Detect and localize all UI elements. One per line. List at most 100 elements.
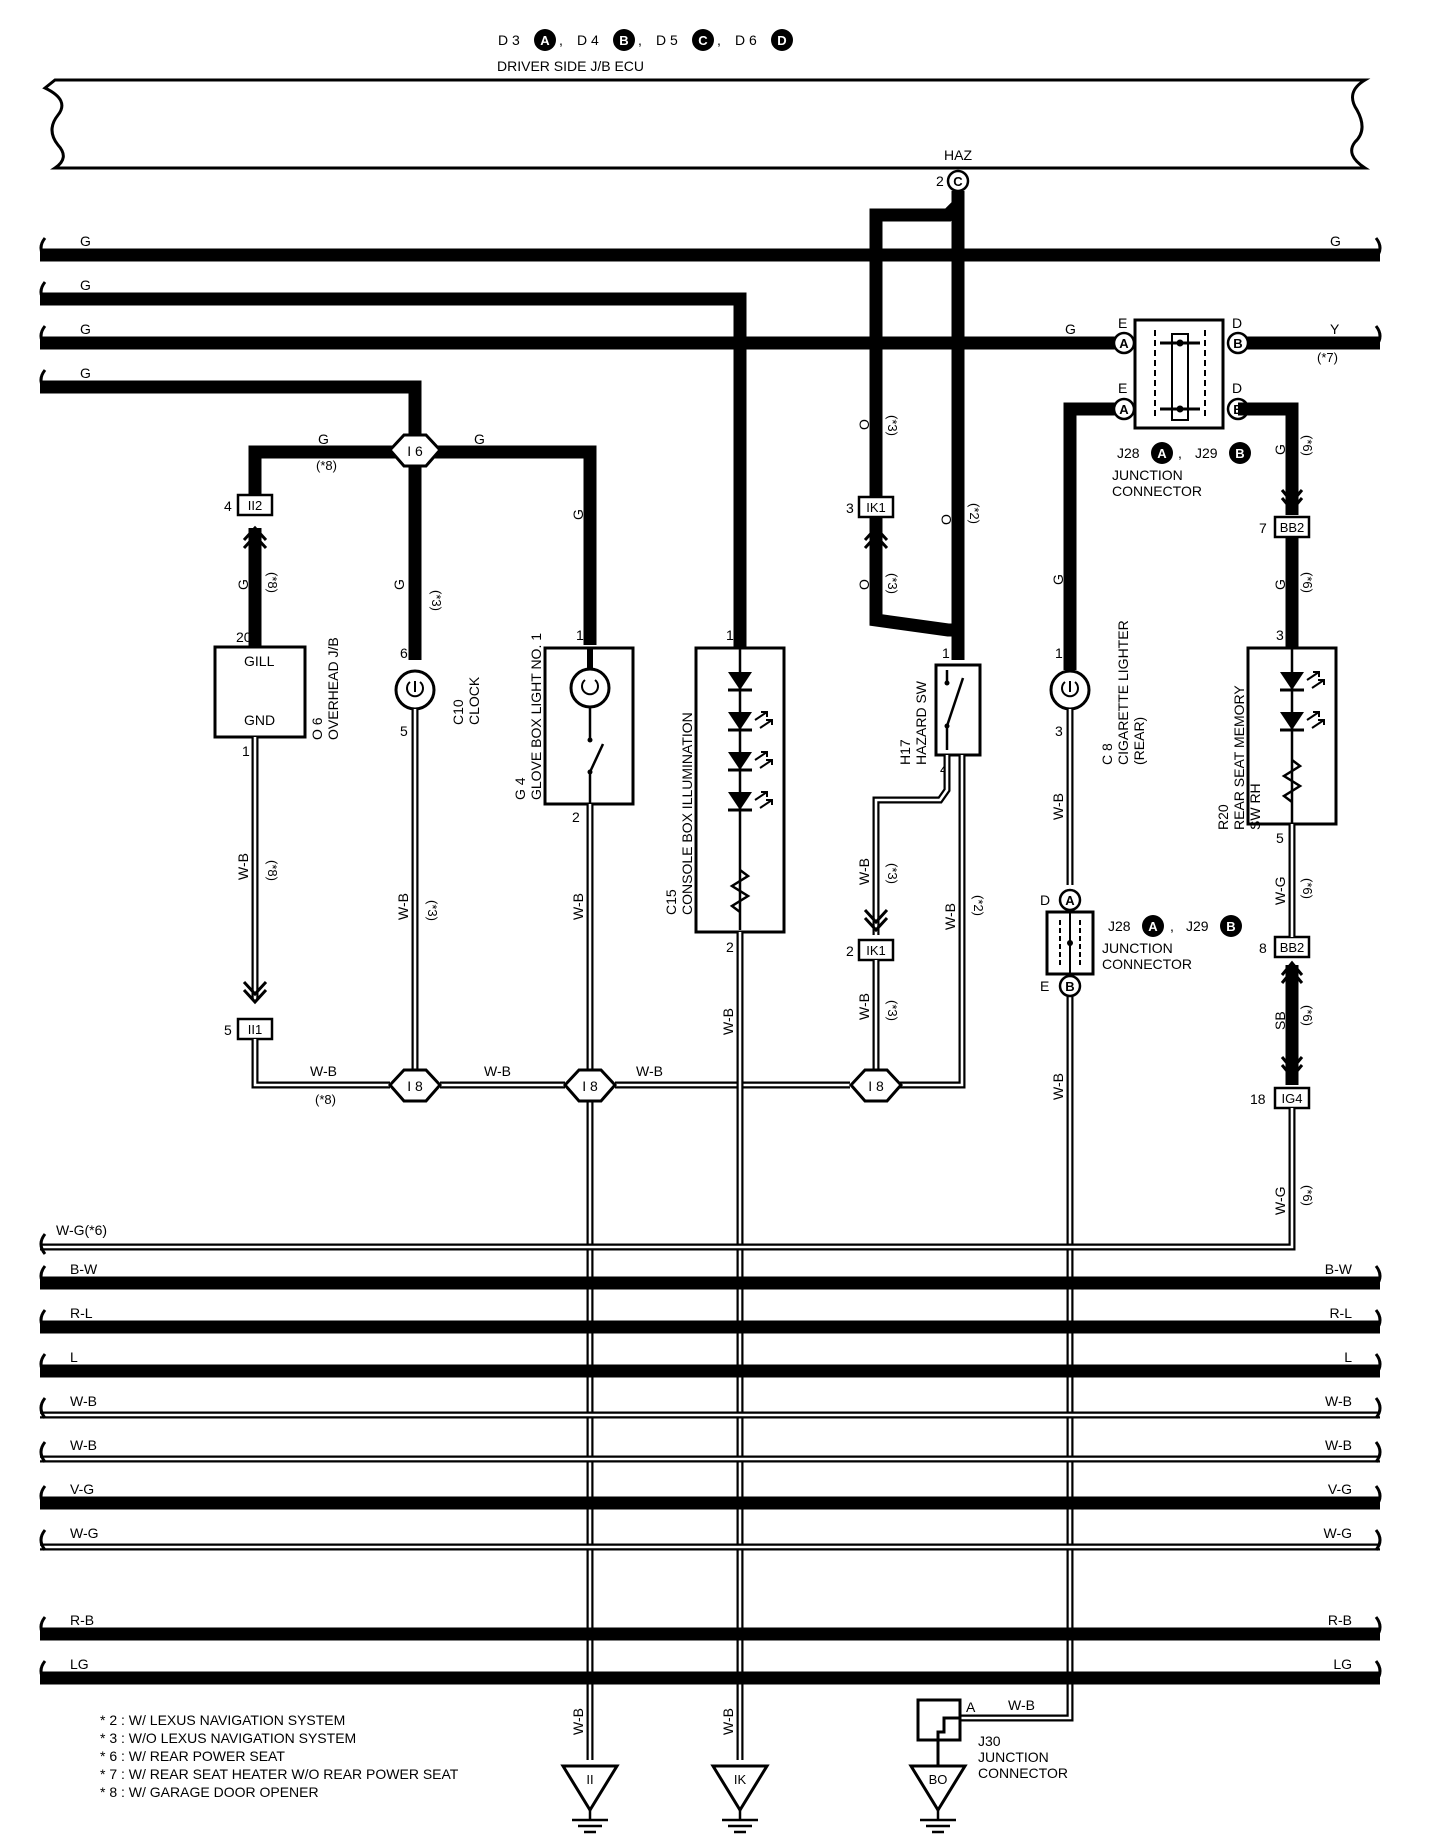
svg-text:,: , bbox=[559, 32, 563, 48]
h17-id: H17 bbox=[897, 739, 913, 765]
jc-lower-bot-color: W-B bbox=[1050, 1073, 1066, 1100]
note-8: * 8 : W/ GARAGE DOOR OPENER bbox=[100, 1784, 319, 1800]
connector-bb2-upper-label: BB2 bbox=[1280, 520, 1305, 535]
note-7: * 7 : W/ REAR SEAT HEATER W/O REAR POWER… bbox=[100, 1766, 459, 1782]
o6-pin-bot: 1 bbox=[242, 743, 250, 759]
ecu-letter-c: C bbox=[698, 33, 708, 48]
bulb-icon bbox=[569, 667, 611, 709]
ecu-letter-a-icon bbox=[534, 29, 556, 51]
overhead-jb bbox=[213, 645, 307, 739]
led-icon bbox=[728, 712, 752, 730]
o6-top-color: G bbox=[235, 579, 251, 590]
wire-lighter-g bbox=[1063, 402, 1120, 670]
c8-id: C 8 bbox=[1099, 743, 1115, 765]
wire-rsm-g bbox=[1238, 402, 1299, 515]
connector-ik1-lower-label: IK1 bbox=[866, 943, 886, 958]
o6-id: O 6 bbox=[309, 717, 325, 740]
rsm-top1-color: G bbox=[1272, 444, 1288, 455]
i6-branches: G (*8) G G G (*3) bbox=[248, 431, 597, 660]
rsm-top2-color: G bbox=[1272, 579, 1288, 590]
wire-g3-label-right: G bbox=[1065, 321, 1076, 337]
connector-ii2-pin: 4 bbox=[224, 498, 232, 514]
jc-lower-id2: J29 bbox=[1186, 918, 1209, 934]
top-g-buses: G G G G G Y (*7) G bbox=[39, 233, 1382, 655]
bus-label-left-wb: W-B bbox=[70, 1437, 97, 1453]
rsm-bot-note: (*6) bbox=[1300, 878, 1315, 899]
g4-id: G 4 bbox=[512, 777, 528, 800]
cigarette-lighter-group: G 1 3 C 8 CIGARETTE LIGHTER (REAR) bbox=[1049, 402, 1147, 765]
g4-bot-color: W-B bbox=[570, 893, 586, 920]
connector-bb2-lower-label: BB2 bbox=[1280, 940, 1305, 955]
connector-ii1-pin: 5 bbox=[224, 1022, 232, 1038]
junction-i8-b: I 8 bbox=[562, 1068, 618, 1103]
c10-pin-bot: 5 bbox=[400, 723, 408, 739]
ground-ii-icon bbox=[560, 1764, 620, 1813]
junction-i8-c: I 8 bbox=[848, 1068, 904, 1103]
r20-name2: SW RH bbox=[1247, 783, 1263, 830]
wire-y-label: Y bbox=[1330, 321, 1340, 337]
bus-wg6-label: W-G(*6) bbox=[56, 1222, 107, 1238]
c8-pin-top: 1 bbox=[1055, 645, 1063, 661]
hazard-sw-group: IK1 3 O (*3) O (*3) O (*2) 1 H17 HAZARD … bbox=[846, 191, 982, 777]
led-icon bbox=[728, 752, 752, 770]
ii1-wb-note: (*8) bbox=[315, 1092, 336, 1107]
c15-name: CONSOLE BOX ILLUMINATION bbox=[679, 712, 695, 915]
jc-upper-a2: A bbox=[1119, 402, 1129, 417]
wire-g1-label: G bbox=[80, 233, 91, 249]
i6-left-color: G bbox=[318, 431, 329, 447]
ecu-letter-a: A bbox=[540, 33, 550, 48]
svg-text:,: , bbox=[717, 32, 721, 48]
c10-id: C10 bbox=[450, 699, 466, 725]
overhead-jb-group: II2 4 G (*8) 20 GILL GND O 6 OVERHEAD J/… bbox=[213, 493, 341, 759]
i8-mid-color: W-B bbox=[484, 1063, 511, 1079]
jc-upper-pin-e2: E bbox=[1118, 380, 1127, 396]
junction-i6: I 6 bbox=[387, 433, 443, 468]
g4-pin-top: 1 bbox=[576, 627, 584, 643]
connector-ig4-label: IG4 bbox=[1282, 1091, 1303, 1106]
jc-upper-a1: A bbox=[1119, 336, 1129, 351]
led-icon bbox=[728, 672, 752, 690]
jc-upper-pin-d1: D bbox=[1232, 315, 1242, 331]
ecu-letter-d: D bbox=[777, 33, 786, 48]
bus-label-right-bw: B-W bbox=[1325, 1261, 1353, 1277]
connector-ik1-upper-pin: 3 bbox=[846, 500, 854, 516]
ground-bo: A BO J30 JUNCTION CONNECTOR bbox=[908, 1698, 1068, 1834]
j30-name2: CONNECTOR bbox=[978, 1765, 1068, 1781]
haz-o1-note: (*3) bbox=[885, 415, 900, 436]
r20-id: R20 bbox=[1215, 804, 1231, 830]
c10-name: CLOCK bbox=[466, 676, 482, 725]
rsm-wg2-color: W-G bbox=[1272, 1186, 1288, 1215]
bus-label-right-rb: R-B bbox=[1328, 1612, 1352, 1628]
j30-wb-color: W-B bbox=[1008, 1697, 1035, 1713]
j30-pin: A bbox=[966, 1699, 976, 1715]
bus-label-right-rl: R-L bbox=[1329, 1305, 1352, 1321]
o6-bot-color: W-B bbox=[235, 853, 251, 880]
o6-pin-top: 20 bbox=[236, 629, 252, 645]
wire-g2-label: G bbox=[80, 277, 91, 293]
jc-upper-b1: B bbox=[1233, 336, 1242, 351]
bus-label-right-lg: LG bbox=[1333, 1656, 1352, 1672]
connector-bb2-upper-pin: 7 bbox=[1259, 520, 1267, 536]
h17-name: HAZARD SW bbox=[913, 680, 929, 765]
ground-ii-label: II bbox=[586, 1772, 593, 1787]
j30-name1: JUNCTION bbox=[978, 1749, 1049, 1765]
i6-right-color: G bbox=[474, 431, 485, 447]
connector-bb2-lower-pin: 8 bbox=[1259, 940, 1267, 956]
junction-i8-b-label: I 8 bbox=[582, 1078, 598, 1094]
double-wires: II1 5 W-B (*8) W-B (*8) W-B (*3) W-B W-B… bbox=[39, 709, 1296, 1760]
bus-label-left-vg: V-G bbox=[70, 1481, 94, 1497]
connector-ik1-upper bbox=[857, 495, 895, 519]
h17-wb1-note: (*3) bbox=[885, 863, 900, 884]
lighter-top-color: G bbox=[1050, 574, 1066, 585]
wire-g3-label: G bbox=[80, 321, 91, 337]
jc-lower-id1-letter: A bbox=[1148, 919, 1158, 934]
bus-label-left-lg: LG bbox=[70, 1656, 89, 1672]
ecu-header: D 3 A , D 4 B , D 5 C , D 6 D DRIVER SID… bbox=[497, 29, 793, 74]
bus-label-right-vg: V-G bbox=[1328, 1481, 1352, 1497]
bus-label-left-wg: W-G bbox=[70, 1525, 99, 1541]
note-3: * 3 : W/O LEXUS NAVIGATION SYSTEM bbox=[100, 1730, 356, 1746]
i8-right-color: W-B bbox=[636, 1063, 663, 1079]
ik1-bot-color: W-B bbox=[856, 993, 872, 1020]
connector-ik1-upper-label: IK1 bbox=[866, 500, 886, 515]
